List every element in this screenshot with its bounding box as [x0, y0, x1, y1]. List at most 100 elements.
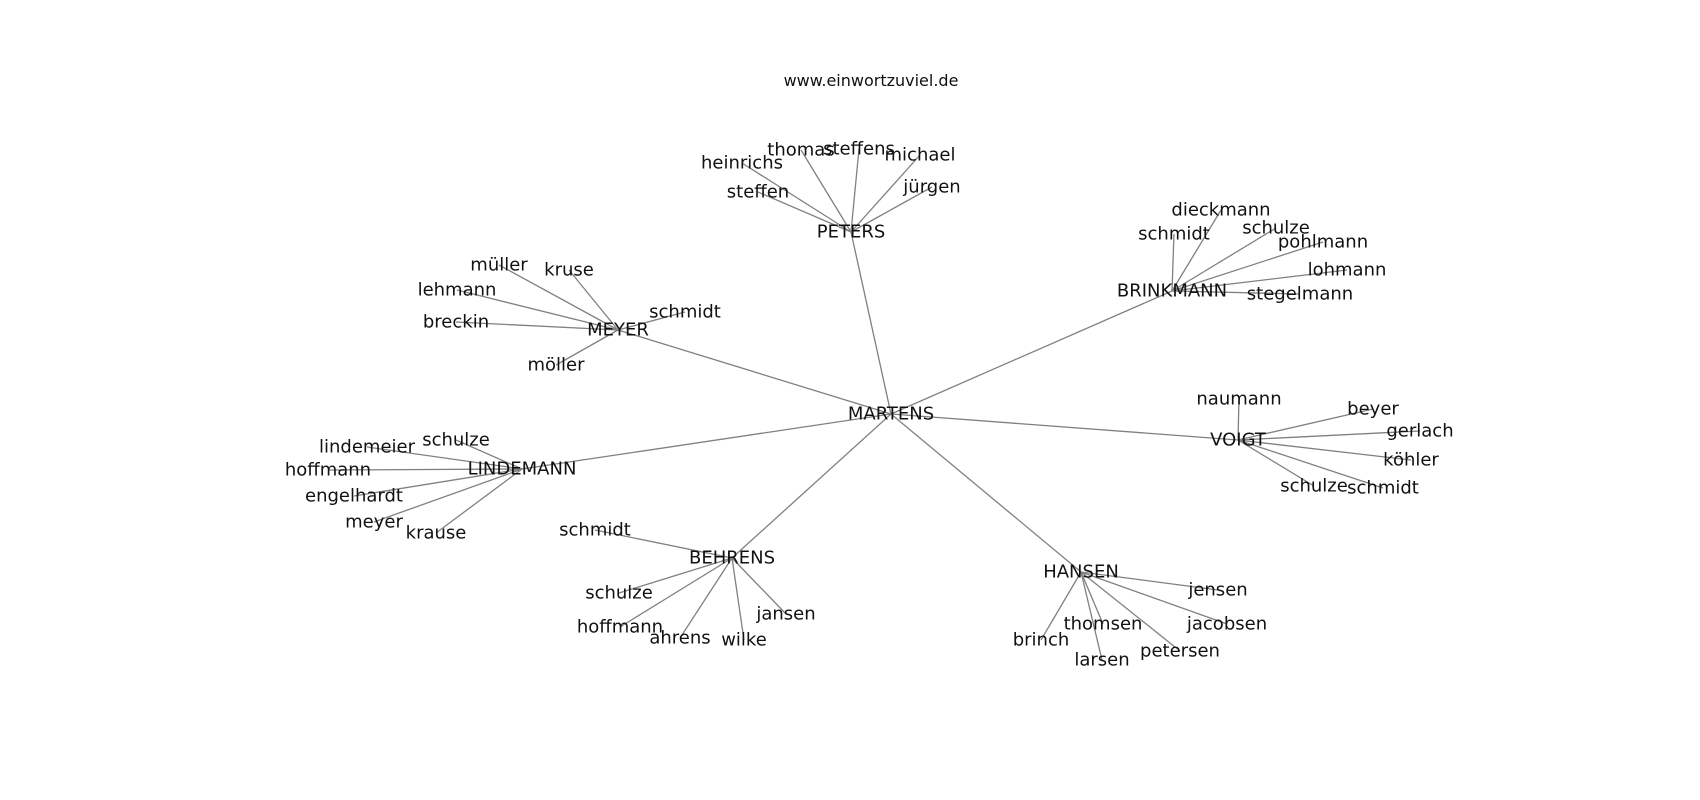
node-behrens: BEHRENS	[689, 548, 775, 569]
edge-meyer-schmidt	[617, 311, 686, 331]
edge-lindemann-engelhardt	[353, 468, 523, 497]
edge-brinkmann-stegelmann	[1171, 290, 1301, 295]
edge-meyer-lehmann	[456, 289, 619, 331]
edge-layer	[327, 148, 1421, 661]
edge-meyer-mueller	[498, 264, 619, 331]
node-behrens-ahrens: ahrens	[649, 628, 710, 649]
edge-behrens-schulze	[618, 557, 733, 594]
node-behrens-schmidt: schmidt	[559, 520, 631, 541]
edge-martens-meyer	[617, 329, 892, 415]
node-voigt-koehler: köhler	[1383, 450, 1439, 471]
edge-martens-hansen	[890, 413, 1082, 573]
edge-peters-michael	[850, 154, 921, 233]
edge-brinkmann-schmidt	[1171, 233, 1175, 292]
edge-brinkmann-dieckmann	[1171, 209, 1222, 292]
node-peters-steffens: steffens	[823, 139, 895, 160]
website-credit: www.einwortzuviel.de	[783, 71, 959, 90]
node-meyer-mueller: müller	[470, 255, 528, 276]
node-hansen: HANSEN	[1043, 562, 1119, 583]
edge-voigt-gerlach	[1237, 430, 1421, 441]
node-brinkmann-pohlmann: pohlmann	[1278, 232, 1368, 253]
node-lindemann-meyer: meyer	[345, 512, 403, 533]
node-meyer-lehmann: lehmann	[418, 280, 497, 301]
node-peters-heinrichs: heinrichs	[701, 153, 783, 174]
node-brinkmann: BRINKMANN	[1117, 281, 1227, 302]
edge-voigt-naumann	[1237, 398, 1240, 441]
node-voigt-gerlach: gerlach	[1386, 421, 1453, 442]
node-peters-steffen: steffen	[727, 182, 789, 203]
edge-martens-lindemann	[521, 413, 892, 470]
node-martens: MARTENS	[848, 404, 934, 425]
edge-brinkmann-lohmann	[1171, 269, 1348, 292]
node-peters-thomas: thomas	[767, 140, 834, 161]
node-peters-juergen: jürgen	[902, 177, 960, 198]
node-lindemann-krause: krause	[406, 523, 467, 544]
edge-behrens-schmidt	[594, 529, 733, 559]
edge-lindemann-hoffmann	[327, 468, 523, 471]
edge-martens-brinkmann	[890, 290, 1173, 415]
node-meyer: MEYER	[587, 320, 649, 341]
edge-hansen-larsen	[1080, 571, 1103, 661]
edge-behrens-hoffmann	[619, 557, 733, 628]
node-voigt-schmidt: schmidt	[1347, 478, 1419, 499]
edge-hansen-brinch	[1040, 571, 1082, 641]
node-hansen-jensen: jensen	[1187, 580, 1247, 601]
edge-lindemann-schulze	[455, 439, 523, 470]
edge-lindemann-meyer	[373, 468, 523, 523]
node-voigt-schulze: schulze	[1280, 476, 1348, 497]
edge-hansen-petersen	[1080, 571, 1181, 652]
node-meyer-schmidt: schmidt	[649, 302, 721, 323]
edge-hansen-jacobsen	[1080, 571, 1228, 625]
node-voigt: VOIGT	[1210, 430, 1267, 451]
edge-behrens-jansen	[731, 557, 787, 615]
node-peters: PETERS	[817, 222, 886, 243]
edge-voigt-beyer	[1237, 408, 1374, 441]
edge-hansen-jensen	[1080, 571, 1219, 591]
edge-martens-behrens	[731, 413, 892, 559]
node-meyer-breckin: breckin	[423, 312, 489, 333]
edge-peters-thomas	[800, 149, 852, 233]
edge-lindemann-krause	[435, 468, 523, 534]
edge-voigt-schulze	[1237, 439, 1315, 487]
node-hansen-petersen: petersen	[1140, 641, 1220, 662]
edge-behrens-ahrens	[679, 557, 733, 639]
edge-behrens-wilke	[731, 557, 745, 641]
node-meyer-moeller: möller	[527, 355, 585, 376]
node-voigt-naumann: naumann	[1196, 389, 1281, 410]
edge-martens-voigt	[890, 413, 1239, 441]
edge-peters-steffen	[757, 191, 852, 233]
edge-hansen-thomsen	[1080, 571, 1104, 625]
edge-peters-heinrichs	[741, 162, 852, 233]
edge-peters-juergen	[850, 186, 933, 233]
edge-lindemann-lindemeier	[366, 446, 523, 470]
node-behrens-jansen: jansen	[755, 604, 815, 625]
node-lindemann-engelhardt: engelhardt	[305, 486, 403, 507]
node-brinkmann-dieckmann: dieckmann	[1171, 200, 1270, 221]
node-behrens-wilke: wilke	[721, 630, 767, 651]
node-brinkmann-schmidt: schmidt	[1138, 224, 1210, 245]
node-brinkmann-schulze: schulze	[1242, 218, 1310, 239]
node-hansen-thomsen: thomsen	[1064, 614, 1143, 635]
node-brinkmann-stegelmann: stegelmann	[1247, 284, 1353, 305]
edge-meyer-breckin	[455, 321, 619, 331]
node-lindemann-hoffmann: hoffmann	[285, 460, 371, 481]
edge-voigt-koehler	[1237, 439, 1412, 461]
node-meyer-kruse: kruse	[544, 260, 594, 281]
node-brinkmann-lohmann: lohmann	[1308, 260, 1387, 281]
node-behrens-hoffmann: hoffmann	[577, 617, 663, 638]
label-layer: MARTENS PETERS heinrichsthomassteffensmich…	[285, 139, 1454, 671]
node-hansen-jacobsen: jacobsen	[1186, 614, 1267, 635]
edge-brinkmann-schulze	[1171, 227, 1277, 292]
node-behrens-schulze: schulze	[585, 583, 653, 604]
node-lindemann-schulze: schulze	[422, 430, 490, 451]
node-peters-michael: michael	[885, 145, 956, 166]
edge-voigt-schmidt	[1237, 439, 1384, 489]
node-lindemann: LINDEMANN	[468, 459, 577, 480]
edge-peters-steffens	[850, 148, 860, 233]
node-hansen-brinch: brinch	[1013, 630, 1070, 651]
edge-martens-peters	[850, 231, 892, 415]
edge-brinkmann-pohlmann	[1171, 241, 1324, 292]
node-lindemann-lindemeier: lindemeier	[319, 437, 416, 458]
edge-meyer-moeller	[555, 329, 619, 366]
